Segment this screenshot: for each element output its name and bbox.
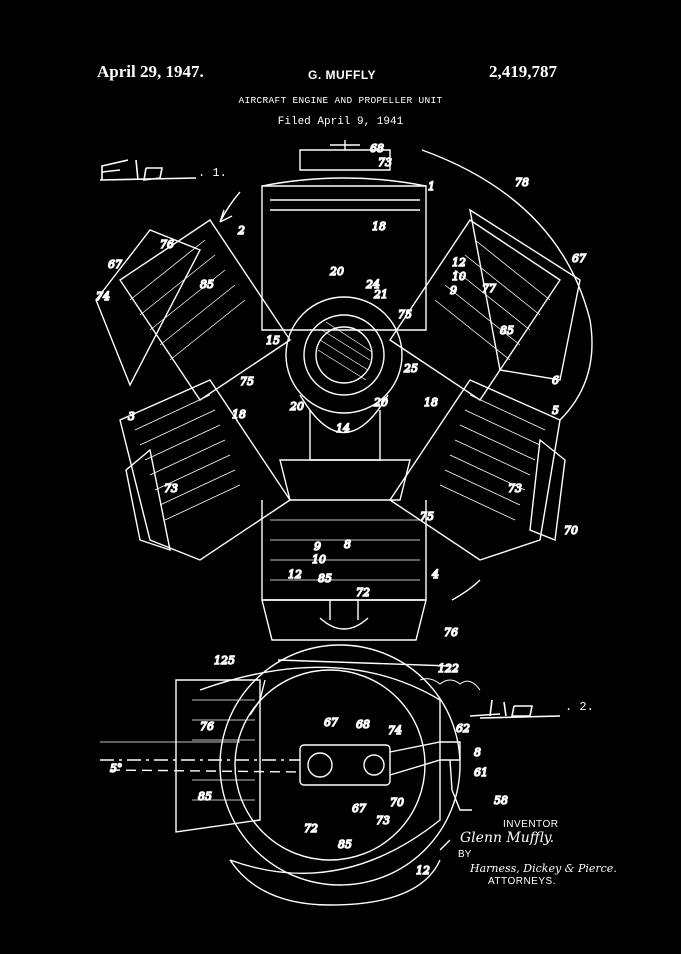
- numeral-10: 10: [452, 270, 466, 283]
- numeral-15: 15: [266, 334, 280, 347]
- by-label: BY: [458, 849, 472, 860]
- numeral-85-fig2: 85: [198, 790, 212, 803]
- numeral-18-top: 18: [372, 220, 386, 233]
- numeral-67-fig2-b: 67: [352, 802, 366, 815]
- numeral-9: 9: [450, 284, 457, 297]
- numeral-24: 24: [365, 278, 380, 291]
- numeral-125: 125: [214, 654, 235, 667]
- numeral-75-left: 75: [240, 375, 254, 388]
- numeral-9-bottom: 9: [314, 540, 321, 553]
- numeral-85-bottom: 85: [318, 572, 332, 585]
- inventor-name: G. MUFFLY: [308, 68, 377, 82]
- fig2-engine: [100, 644, 481, 906]
- numeral-75-bottom: 75: [420, 510, 434, 523]
- numeral-12-bottom: 12: [288, 568, 302, 581]
- patent-number: 2,419,787: [489, 62, 557, 81]
- numeral-73-left: 73: [164, 482, 178, 495]
- numeral-85: 85: [200, 278, 214, 291]
- figure-1-label: . 1.: [198, 166, 227, 180]
- figure-2-label: . 2.: [565, 700, 594, 714]
- numeral-18-right: 18: [424, 396, 438, 409]
- numeral-58: 58: [494, 794, 508, 807]
- numeral-12: 12: [452, 256, 466, 269]
- numeral-6: 6: [552, 374, 559, 387]
- numeral-76-bottom: 76: [444, 626, 458, 639]
- numeral-14: 14: [336, 422, 350, 435]
- issue-date: April 29, 1947.: [97, 62, 204, 81]
- numeral-77: 77: [482, 282, 496, 295]
- numeral-67-fig2: 67: [324, 716, 338, 729]
- numeral-74: 74: [96, 290, 110, 303]
- numeral-20-left: 20: [289, 400, 304, 413]
- numeral-20-top: 20: [329, 265, 344, 278]
- patent-title: AIRCRAFT ENGINE AND PROPELLER UNIT: [238, 95, 443, 106]
- numeral-68-fig2: 68: [356, 718, 370, 731]
- numeral-72-fig2: 72: [304, 822, 318, 835]
- attorneys-label: ATTORNEYS.: [488, 876, 556, 887]
- numeral-21: 21: [373, 288, 388, 301]
- numeral-85-fig2-b: 85: [338, 838, 352, 851]
- numeral-4: 4: [431, 568, 439, 581]
- numeral-62: 62: [456, 722, 470, 735]
- attorney-signature: Harness, Dickey & Pierce.: [470, 862, 617, 875]
- numeral-8-fig2: 8: [474, 746, 481, 759]
- reference-numerals: 68 73 1 78 76 2 67 67 85 74 18 20 24 21 …: [95, 141, 586, 877]
- inventor-signature: Glenn Muffly.: [460, 830, 555, 846]
- numeral-122: 122: [438, 662, 459, 675]
- numeral-5deg: 5°: [110, 762, 123, 775]
- inventor-label: INVENTOR: [503, 819, 559, 830]
- numeral-72: 72: [356, 586, 370, 599]
- fig1-engine: [95, 140, 593, 641]
- numeral-8: 8: [344, 538, 351, 551]
- numeral-18-left: 18: [232, 408, 246, 421]
- numeral-10-bottom: 10: [312, 553, 326, 566]
- numeral-76-fig2: 76: [200, 720, 214, 733]
- fig1-glyph: [99, 159, 197, 181]
- numeral-68: 68: [370, 142, 384, 155]
- fig2-glyph: [469, 699, 561, 719]
- numeral-70: 70: [564, 524, 578, 537]
- numeral-12-fig2: 12: [416, 864, 430, 877]
- numeral-85-right: 85: [500, 324, 514, 337]
- numeral-2: 2: [237, 224, 245, 237]
- numeral-67-left: 67: [108, 258, 122, 271]
- numeral-73-right: 73: [508, 482, 522, 495]
- numeral-25: 25: [403, 362, 418, 375]
- numeral-70-fig2: 70: [390, 796, 404, 809]
- numeral-67-right: 67: [572, 252, 586, 265]
- filed-date: Filed April 9, 1941: [277, 116, 404, 128]
- numeral-1: 1: [428, 180, 435, 193]
- numeral-74-fig2: 74: [388, 724, 402, 737]
- numeral-3: 3: [128, 410, 135, 423]
- numeral-61: 61: [474, 766, 488, 779]
- numeral-73: 73: [378, 156, 392, 169]
- numeral-20-right: 20: [373, 396, 388, 409]
- numeral-76: 76: [160, 238, 174, 251]
- numeral-78: 78: [515, 176, 529, 189]
- numeral-73-fig2: 73: [376, 814, 390, 827]
- numeral-5: 5: [552, 404, 559, 417]
- numeral-75-top: 75: [398, 308, 412, 321]
